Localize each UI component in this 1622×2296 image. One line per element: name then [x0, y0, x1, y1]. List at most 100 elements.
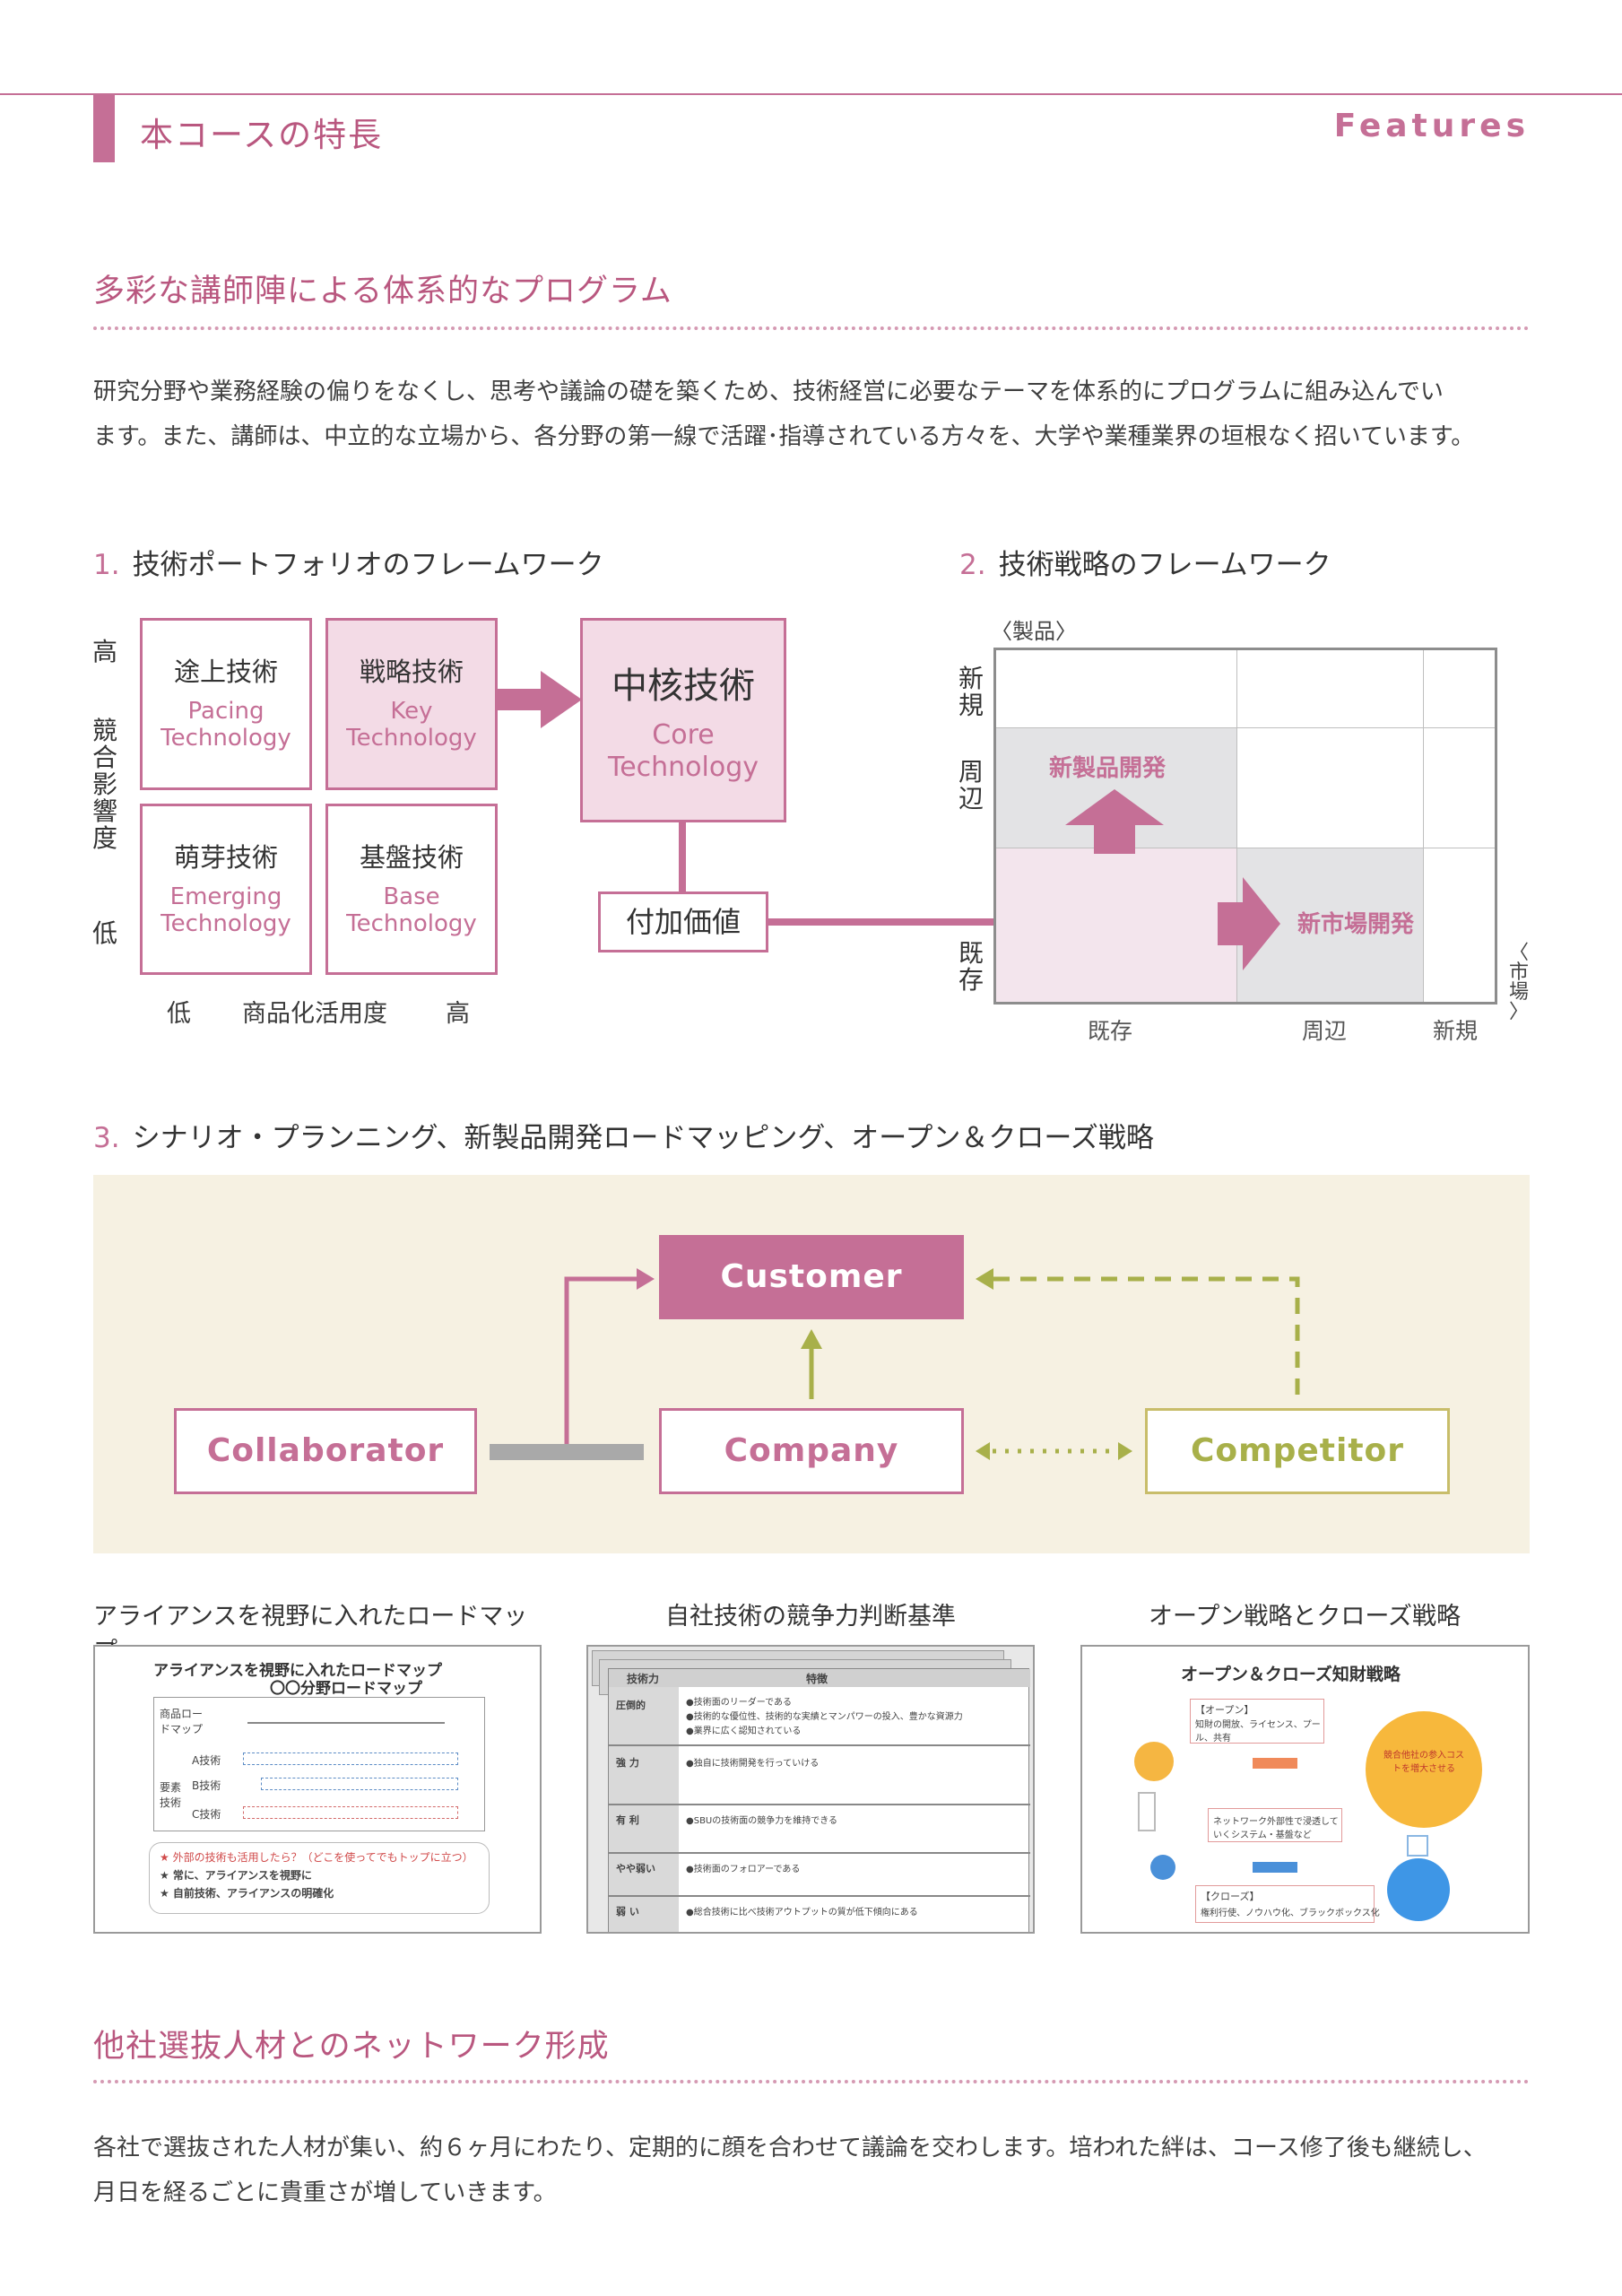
- section-divider: [93, 2080, 1530, 2083]
- thumb-text: ネットワーク外部性で浸透していくシステム・基盤など: [1213, 1817, 1339, 1840]
- thumb-text: ●技術面のフォロアーである: [686, 1865, 801, 1874]
- thumb-frame: [153, 1697, 485, 1831]
- collaborator-box: Collaborator: [174, 1408, 477, 1494]
- body-line: ます。また、講師は、中立的な立場から、各分野の第一線で活躍･指導されている方々を…: [93, 423, 1475, 450]
- y-axis-new: 新 規: [953, 665, 989, 719]
- thumb-bar: [243, 1752, 458, 1765]
- close-circle-icon: [1150, 1855, 1175, 1880]
- page-title-en: Features: [1333, 108, 1530, 144]
- thumb-text: ★ 外部の技術も活用したら？（どこを使ってでもトップに立つ）: [160, 1851, 473, 1864]
- thumb-line: [609, 1895, 1030, 1897]
- added-value-box: 付加価値: [598, 891, 768, 952]
- thumb-text: B技術: [192, 1779, 221, 1792]
- competitiveness-thumbnail: 技術力 特徴 圧倒的 強 力 有 利 やや弱い 弱 い ●技術面のリーダーである…: [586, 1645, 1035, 1934]
- box-label-en-line1: Pacing: [187, 698, 265, 725]
- y-axis-char: 既: [958, 938, 984, 968]
- y-axis-char: 周: [958, 757, 984, 787]
- new-market-label: 新市場開発: [1297, 911, 1415, 938]
- section-divider: [93, 326, 1530, 330]
- box-label-en-line2: Technology: [160, 725, 291, 752]
- box-label-en-line2: Technology: [607, 752, 759, 783]
- box-label-en-line2: Technology: [346, 910, 477, 937]
- thumb-line: [247, 1722, 445, 1724]
- thumb-text: やや弱い: [616, 1863, 655, 1874]
- framework2-title-text: 技術戦略のフレームワーク: [998, 549, 1331, 581]
- y-axis-char: 存: [958, 965, 984, 995]
- y-axis-char: 新: [958, 664, 984, 693]
- body-line: 研究分野や業務経験の偏りをなくし、思考や議論の礎を築くため、技術経営に必要なテー…: [93, 378, 1444, 405]
- thumb-box: [1190, 1699, 1324, 1744]
- x-axis-low: 低: [167, 1000, 191, 1028]
- box-label-jp: 萌芽技術: [173, 842, 278, 873]
- box-label-jp: 中核技術: [612, 665, 755, 707]
- thumb-text: 〇〇分野ロードマップ: [270, 1680, 422, 1698]
- thumb-box: [1208, 1808, 1342, 1842]
- thumb-text: C技術: [192, 1808, 221, 1821]
- framework2-number: 2.: [959, 549, 986, 581]
- company-box: Company: [659, 1408, 964, 1494]
- section-body-program: 研究分野や業務経験の偏りをなくし、思考や議論の礎を築くため、技術経営に必要なテー…: [93, 370, 1532, 459]
- section-title-network: 他社選抜人材とのネットワーク形成: [93, 2029, 610, 2065]
- grid-line: [996, 727, 1495, 728]
- box-label-en-line2: Technology: [346, 725, 477, 752]
- thumb-text: 特徴: [806, 1673, 828, 1685]
- thumb-text: ●技術的な優位性、技術的な実績とマンパワーの投入、豊かな資源力: [686, 1712, 963, 1722]
- thumb-text: 弱 い: [616, 1906, 639, 1918]
- y-axis-label: 競 合 影 響 度: [87, 718, 123, 852]
- arrow-right-icon: [496, 671, 582, 728]
- framework1-title: 1. 技術ポートフォリオのフレームワーク: [93, 542, 604, 582]
- framework3-title: 3.シナリオ・プランニング、新製品開発ロードマッピング、オープン＆クローズ戦略: [93, 1115, 1154, 1155]
- framework1-title-text: 技術ポートフォリオのフレームワーク: [132, 549, 604, 581]
- box-label-jp: 途上技術: [173, 657, 278, 687]
- thumb-text: ●総合技術に比べ技術アウトプットの質が低下傾向にある: [686, 1908, 918, 1918]
- thumb-text: ★ 自前技術、アライアンスの明確化: [160, 1887, 334, 1900]
- y-axis-char: 合: [91, 743, 117, 772]
- thumb-table-col: [609, 1687, 679, 1932]
- thumb-line: [609, 1744, 1030, 1746]
- box-label-en-line2: Technology: [160, 910, 291, 937]
- thumb-caption-open-close: オープン戦略とクローズ戦略: [1148, 1603, 1462, 1631]
- body-line: 月日を経るごとに貴重さが増していきます。: [93, 2179, 557, 2206]
- box-label-en-line1: Emerging: [169, 883, 282, 910]
- box-label-jp: 基盤技術: [359, 842, 464, 873]
- y-axis-char: 度: [91, 823, 117, 853]
- close-large-circle-icon: [1387, 1858, 1450, 1921]
- x-axis-new: 新規: [1433, 1018, 1479, 1044]
- y-axis-char: 辺: [958, 784, 984, 813]
- thumb-caption-competitiveness: 自社技術の競争力判断基準: [665, 1603, 956, 1631]
- thumb-text: ●業界に広く認知されている: [686, 1726, 802, 1736]
- thumb-table: 技術力 特徴 圧倒的 強 力 有 利 やや弱い 弱 い ●技術面のリーダーである…: [608, 1668, 1030, 1932]
- y-axis-char: 影: [91, 770, 117, 799]
- box-label-en-line1: Key: [390, 698, 433, 725]
- section-title-program: 多彩な講師陣による体系的なプログラム: [93, 274, 672, 309]
- box-label-jp: 戦略技術: [359, 657, 464, 687]
- y-axis-existing: 既 存: [953, 940, 989, 994]
- thumb-text: 要素技術: [160, 1781, 182, 1809]
- thumb-text: ●独自に技術開発を行っていける: [686, 1759, 820, 1769]
- framework1-number: 1.: [93, 549, 120, 581]
- relation-arrows: [490, 1268, 1300, 1460]
- thumb-text: 競合他社の参入コストを増大させる: [1383, 1751, 1464, 1774]
- roadmap-thumbnail: アライアンスを視野に入れたロードマップ 〇〇分野ロードマップ 商品ロードマップ …: [93, 1645, 542, 1934]
- thumb-note-frame: [149, 1842, 490, 1914]
- x-axis-label: 商品化活用度: [242, 1000, 387, 1028]
- y-axis-char: 響: [91, 796, 117, 826]
- arrow-right-icon: [1218, 877, 1280, 970]
- thumb-text: A技術: [192, 1754, 221, 1767]
- market-axis-char: 〉: [1508, 1001, 1529, 1023]
- page-title: 本コースの特長: [140, 116, 384, 154]
- market-axis-label: 〈 市 場 〉: [1501, 944, 1537, 1022]
- market-axis-char: 場: [1508, 981, 1529, 1004]
- x-axis-high: 高: [446, 1000, 470, 1028]
- header-rule: [0, 93, 1622, 95]
- thumb-text: 有 利: [616, 1814, 639, 1826]
- box-label-en-line1: Base: [383, 883, 440, 910]
- box-label-en-line1: Core: [652, 719, 715, 751]
- thumb-arrow: [1253, 1758, 1297, 1769]
